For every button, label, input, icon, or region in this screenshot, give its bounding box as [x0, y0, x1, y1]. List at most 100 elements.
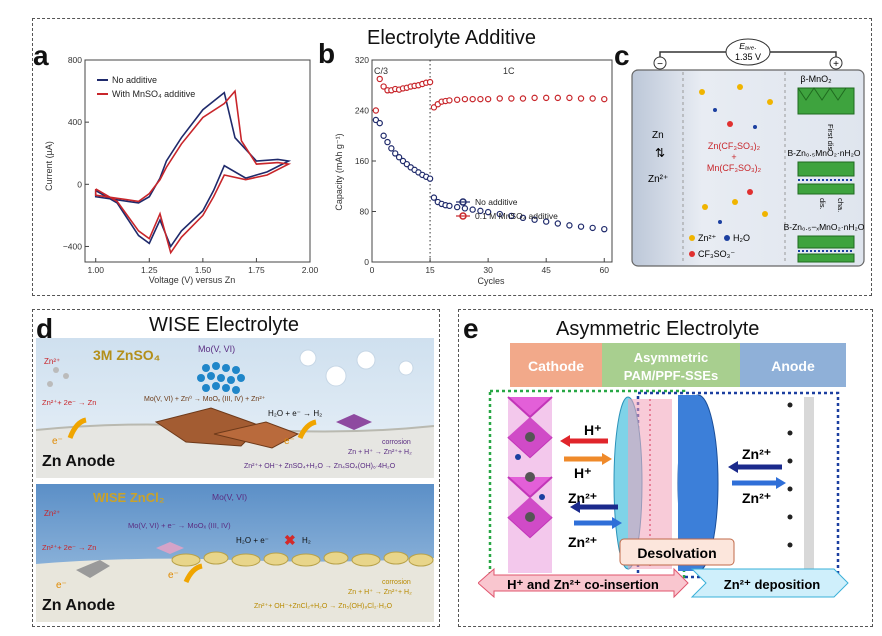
panel-b-point-series-2 — [589, 95, 596, 102]
panel-d-bottom-anode: Zn Anode — [42, 597, 115, 614]
panel-a-legend-2: With MnSO₄ additive — [112, 89, 195, 99]
panel-c-electrolyte-plus: + — [731, 152, 736, 162]
panel-b-ylabel: Capacity (mAh g⁻¹) — [334, 133, 344, 210]
panel-b-point-series-2 — [519, 95, 527, 102]
panel-b-point-series-1 — [496, 210, 503, 218]
panel-b-y-tick-label: 80 — [360, 207, 370, 217]
panel-a-label: a — [33, 40, 49, 71]
panel-d-top-bubbles — [299, 349, 414, 387]
panel-b-rate-1c: 1C — [503, 66, 515, 76]
panel-c-electrolyte-2: Mn(CF₃SO₃)₂ — [707, 163, 762, 173]
panel-c-particles — [699, 84, 773, 224]
panel-c-legend-h2o-dot — [724, 235, 730, 241]
panel-c-bzn2-layer — [797, 235, 855, 249]
panel-c-plus: + — [833, 59, 839, 70]
panel-a-y-tick-label: 0 — [77, 179, 82, 189]
panel-d-top-electron-2: e⁻ — [284, 436, 295, 447]
panel-b-point-series-1 — [392, 150, 399, 157]
panel-d-bottom-r4: Zn + H⁺ → Zn²⁺+ H₂ — [348, 589, 412, 596]
panel-e-cathode-header — [510, 343, 602, 387]
panel-c-legend-zn: Zn²⁺ — [698, 233, 717, 243]
panel-b-point-series-1 — [519, 214, 527, 222]
panel-e-bottom-right: Zn²⁺ deposition — [724, 577, 820, 592]
panel-d-top-corrosion-product — [336, 414, 372, 430]
top-panel-title: Electrolyte Additive — [367, 27, 536, 49]
panel-c-legend-cf: CF₃SO₃⁻ — [698, 249, 735, 259]
panel-d-top-corrosion: corrosion — [382, 439, 411, 446]
panel-a-series-line-2 — [94, 89, 292, 255]
panel-d-top-anode: Zn Anode — [42, 453, 115, 470]
panel-b-point-series-1 — [469, 206, 476, 213]
panel-b-point-series-1 — [380, 132, 387, 139]
panel-b-point-series-2 — [453, 96, 461, 103]
panel-b-x-tick-label: 30 — [483, 265, 493, 275]
panel-c-zn2: Zn²⁺ — [648, 174, 668, 185]
panel-b-y-tick-label: 0 — [364, 257, 369, 267]
panel-e-coinsertion-arrow — [478, 567, 689, 599]
panel-e-asym-label-2: PAM/PPF-SSEs — [624, 368, 718, 383]
panel-d-top-r3: H₂O + e⁻ → H₂ — [268, 409, 322, 418]
panel-c-dis: dis. — [818, 198, 827, 210]
panel-a-x-tick-label: 1.75 — [248, 265, 265, 275]
panel-d-bottom-r1: Zn²⁺+ 2e⁻ → Zn — [42, 543, 96, 552]
panel-e-desolvation: Desolvation — [637, 545, 716, 561]
panel-b-point-series-2 — [577, 95, 585, 102]
panel-e-h1: H⁺ — [584, 422, 602, 438]
panel-b-y-tick-label: 320 — [355, 55, 369, 65]
panel-d-top-salt: 3M ZnSO₄ — [93, 347, 160, 363]
panel-c-minus: − — [657, 59, 663, 70]
panel-b-point-series-1 — [376, 119, 383, 127]
panel-e-zn-b: Zn²⁺ — [568, 534, 597, 550]
panel-d-top-r4: Zn + H⁺ → Zn²⁺+ H₂ — [348, 449, 412, 456]
panel-d-top-r5: Zn²⁺+ OH⁻+ ZnSO₄+H₂O → Zn₄SO₄(OH)₆·4H₂O — [244, 463, 396, 470]
panel-d-bottom-zn2: Zn²⁺ — [44, 509, 60, 518]
panel-e-cathode-label: Cathode — [528, 358, 584, 374]
panel-c-voltage: 1.35 V — [735, 52, 761, 62]
panel-e-anode-label: Anode — [771, 358, 815, 374]
panel-a-y-tick-label: −400 — [63, 241, 82, 251]
top-panel-frame — [32, 18, 872, 296]
panel-a-ylabel: Current (µA) — [44, 141, 54, 191]
panel-c-eave: Eₐᵥₑ. — [739, 41, 756, 51]
panel-e-zn-foil — [804, 397, 814, 571]
panel-b-point-series-1 — [446, 202, 453, 210]
panel-d-illustration: 3M ZnSO₄ Mo(V, VI) Zn²⁺ Zn²⁺+ 2e⁻ → Zn M… — [36, 338, 434, 622]
panel-d-label: d — [36, 313, 54, 344]
panel-b-legend-1: No additive — [475, 197, 518, 207]
panel-b-point-series-1 — [388, 145, 395, 152]
panel-d-title: WISE Electrolyte — [149, 314, 300, 336]
panel-c-first-dis: First dis. — [826, 124, 835, 152]
panel-c-legend-zn-dot — [689, 235, 695, 241]
panel-b-point-series-1 — [461, 205, 469, 212]
panel-b-point-series-1 — [395, 154, 403, 161]
panel-a-legend-1: No additive — [112, 75, 157, 85]
panel-b-point-series-2 — [372, 107, 380, 114]
panel-b-x-tick-label: 60 — [600, 265, 610, 275]
panel-b-point-series-1 — [554, 220, 562, 227]
panel-d-top-r1: Zn²⁺+ 2e⁻ → Zn — [42, 398, 96, 407]
panel-b-point-series-2 — [469, 95, 476, 103]
panel-b-point-series-2 — [496, 95, 503, 102]
panel-c-bzn2: B-Zn₀.₅−ₓMnO₂·nH₂O — [784, 222, 865, 232]
panel-e-cathode-crystal — [507, 396, 553, 573]
panel-a-plot-frame — [84, 59, 311, 263]
panel-e-h2: H⁺ — [574, 465, 592, 481]
panel-b-x-tick-label: 45 — [541, 265, 551, 275]
panel-a-y-tick-label: 800 — [68, 55, 82, 65]
panel-c-bzn1: B-Zn₀.₅MnO₂·nH₂O — [787, 148, 860, 158]
panel-b-rate-c3: C/3 — [374, 66, 388, 76]
panel-c-label: c — [614, 40, 630, 71]
panel-b-x-tick-label: 15 — [425, 265, 435, 275]
panel-a-x-tick-label: 2.00 — [302, 265, 319, 275]
panel-b-point-series-2 — [446, 97, 453, 104]
panel-d-top-electron: e⁻ — [52, 436, 63, 447]
panel-d-bottom-r3b: H₂ — [302, 536, 311, 545]
panel-a-y-tick-label: 400 — [68, 117, 82, 127]
panel-b-point-series-1 — [531, 216, 538, 223]
panel-d-bottom-electron-2: e⁻ — [168, 570, 179, 581]
panel-d-bottom-electron-arrow — [183, 563, 203, 584]
panel-e-zn-a: Zn²⁺ — [568, 490, 597, 506]
panel-a-x-tick-label: 1.25 — [141, 265, 158, 275]
panel-b-point-series-2 — [566, 94, 573, 102]
